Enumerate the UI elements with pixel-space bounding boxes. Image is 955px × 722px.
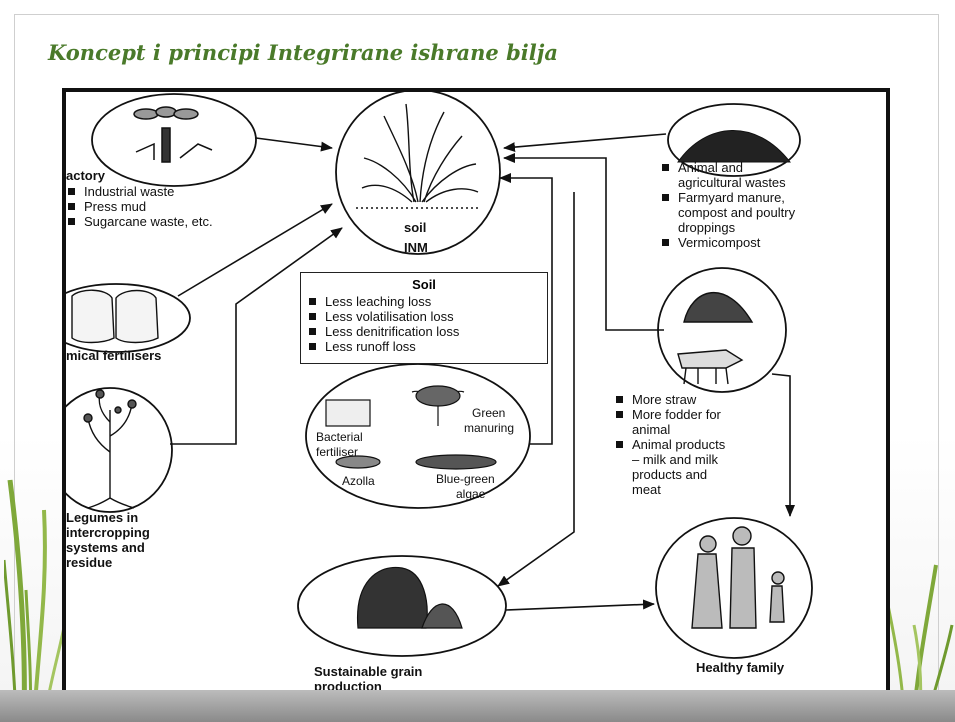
- inm-center-circle: [335, 92, 501, 255]
- livestock-line: More straw: [632, 392, 697, 407]
- livestock-item: More fodder for animal: [614, 407, 725, 437]
- bluegreen-line: Blue-green: [436, 472, 495, 486]
- livestock-illustration: [677, 292, 754, 385]
- wastes-item: Vermicompost: [660, 235, 795, 250]
- diagram-drawing: [66, 92, 813, 659]
- wastes-line: Animal and: [678, 160, 744, 175]
- legumes-label-line: systems and: [66, 540, 145, 555]
- factory-list: Industrial waste Press mud Sugarcane was…: [66, 184, 213, 229]
- soil-benefit-item: Less leaching loss: [307, 294, 547, 309]
- soil-benefit-item: Less runoff loss: [307, 339, 547, 354]
- factory-circle: [91, 93, 257, 187]
- livestock-line: animal: [632, 422, 671, 437]
- arrow-chemical-to-inm: [177, 203, 333, 297]
- plant-illustration: [356, 103, 480, 209]
- wastes-line: agricultural wastes: [678, 175, 786, 190]
- bacterial-line: fertiliser: [316, 445, 359, 459]
- bacterial-fertiliser-label: Bacterial fertiliser: [316, 430, 363, 460]
- wastes-item: Animal and agricultural wastes: [660, 160, 795, 190]
- grain-label-line: Sustainable grain: [314, 664, 423, 679]
- factory-heading: actory: [66, 168, 106, 183]
- soil-benefits-list: Less leaching loss Less volatilisation l…: [307, 294, 547, 354]
- slide-title: Koncept i principi Integrirane ishrane b…: [48, 40, 558, 65]
- arrow-bio-to-inm: [499, 173, 553, 445]
- arrow-livestock-to-family: [771, 373, 795, 517]
- healthy-family-label: Healthy family: [696, 660, 785, 675]
- arrow-wastes-to-inm: [503, 133, 667, 153]
- family-illustration: [691, 526, 785, 629]
- green-line: Green: [472, 406, 506, 420]
- arrow-factory-to-inm: [255, 137, 333, 152]
- inm-diagram: actory Industrial waste Press mud Sugarc…: [62, 88, 890, 703]
- bacterial-line: Bacterial: [316, 430, 363, 444]
- bio-illustration: [325, 385, 497, 470]
- livestock-line: meat: [632, 482, 661, 497]
- legumes-label-line: intercropping: [66, 525, 150, 540]
- wastes-line: compost and poultry: [678, 205, 796, 220]
- livestock-item: More straw: [614, 392, 725, 407]
- factory-illustration: [133, 106, 213, 163]
- legumes-label-line: residue: [66, 555, 113, 570]
- waste-heap-illustration: [677, 130, 792, 163]
- wastes-line: Farmyard manure,: [678, 190, 785, 205]
- factory-item: Press mud: [66, 199, 213, 214]
- grain-heaps-illustration: [356, 566, 463, 629]
- arrow-legumes-to-inm: [170, 227, 343, 445]
- bluegreen-line: algae: [456, 487, 486, 501]
- fertiliser-sacks-illustration: [71, 289, 159, 344]
- legumes-label-line: Legumes in: [66, 510, 139, 525]
- azolla-label: Azolla: [342, 474, 375, 488]
- livestock-line: Animal products: [632, 437, 726, 452]
- livestock-line: – milk and milk: [632, 452, 718, 467]
- livestock-circle: [657, 267, 787, 393]
- factory-item: Industrial waste: [66, 184, 213, 199]
- inm-label: INM: [404, 240, 428, 255]
- slide-bottom-band: [0, 690, 955, 722]
- wastes-line: Vermicompost: [678, 235, 761, 250]
- green-manuring-label: Green manuring: [464, 406, 514, 436]
- livestock-benefits-list: More straw More fodder for animal Animal…: [614, 392, 725, 497]
- soil-benefits-box: Soil Less leaching loss Less volatilisat…: [300, 272, 548, 364]
- soil-box-title: Soil: [412, 277, 436, 292]
- arrow-grain-to-family: [505, 599, 655, 611]
- green-line: manuring: [464, 421, 515, 435]
- wastes-line: droppings: [678, 220, 736, 235]
- chemical-fertilisers-label: mical fertilisers: [66, 348, 162, 363]
- livestock-line: More fodder for: [632, 407, 721, 422]
- arrow-livestock-to-inm: [503, 153, 664, 331]
- soil-benefit-item: Less volatilisation loss: [307, 309, 547, 324]
- blue-green-algae-label: Blue-green algae: [436, 472, 495, 502]
- arrow-inm-to-grain: [497, 192, 575, 587]
- factory-item: Sugarcane waste, etc.: [66, 214, 213, 229]
- wastes-list: Animal and agricultural wastes Farmyard …: [660, 160, 795, 250]
- livestock-line: products and: [632, 467, 708, 482]
- soil-benefit-item: Less denitrification loss: [307, 324, 547, 339]
- legume-plant-illustration: [83, 389, 137, 509]
- wastes-item: Farmyard manure, compost and poultry dro…: [660, 190, 795, 235]
- livestock-item: Animal products – milk and milk products…: [614, 437, 725, 497]
- soil-label: soil: [404, 220, 427, 235]
